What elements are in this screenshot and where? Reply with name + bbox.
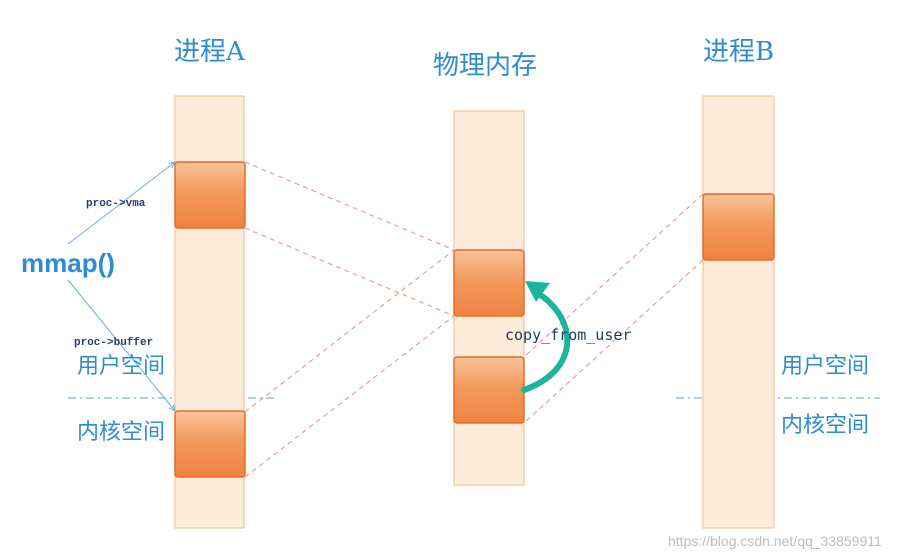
process-b-address-space bbox=[702, 95, 775, 529]
physical-block-upper bbox=[453, 249, 525, 317]
physical-block-lower bbox=[453, 356, 525, 424]
physical-memory-title: 物理内存 bbox=[433, 51, 538, 81]
process-b-block bbox=[702, 193, 775, 261]
process-a-title: 进程A bbox=[174, 37, 245, 67]
mapping-line-b-top bbox=[523, 193, 704, 358]
mapping-lines bbox=[244, 161, 704, 478]
user-space-label-right: 用户空间 bbox=[781, 354, 870, 379]
mapping-line-b-bottom bbox=[523, 259, 704, 424]
kernel-space-label-right: 内核空间 bbox=[781, 413, 870, 438]
process-b-title: 进程B bbox=[703, 37, 775, 67]
process-a-buffer-block bbox=[174, 410, 246, 478]
copy-arrow-head-icon bbox=[525, 281, 550, 302]
copy-from-user-label: copy_from_user bbox=[505, 326, 632, 344]
copy-arrow bbox=[521, 291, 571, 393]
mmap-label: mmap() bbox=[21, 248, 115, 278]
proc-vma-label: proc->vma bbox=[86, 198, 146, 210]
mapping-line-a-vma-top bbox=[244, 161, 455, 251]
mmap-arrow-to-vma bbox=[67, 162, 175, 245]
proc-buffer-label: proc->buffer bbox=[74, 337, 154, 349]
watermark: https://blog.csdn.net/qq_33859911 bbox=[668, 533, 882, 549]
mmap-arrow-to-buffer bbox=[67, 279, 175, 411]
mapping-line-a-buffer-top bbox=[244, 249, 455, 413]
mapping-line-a-vma-bottom bbox=[244, 227, 455, 317]
kernel-space-label-left: 内核空间 bbox=[77, 420, 166, 445]
mapping-line-a-buffer-bottom bbox=[244, 315, 455, 478]
user-space-label-left: 用户空间 bbox=[77, 354, 166, 379]
process-a-vma-block bbox=[174, 161, 246, 229]
